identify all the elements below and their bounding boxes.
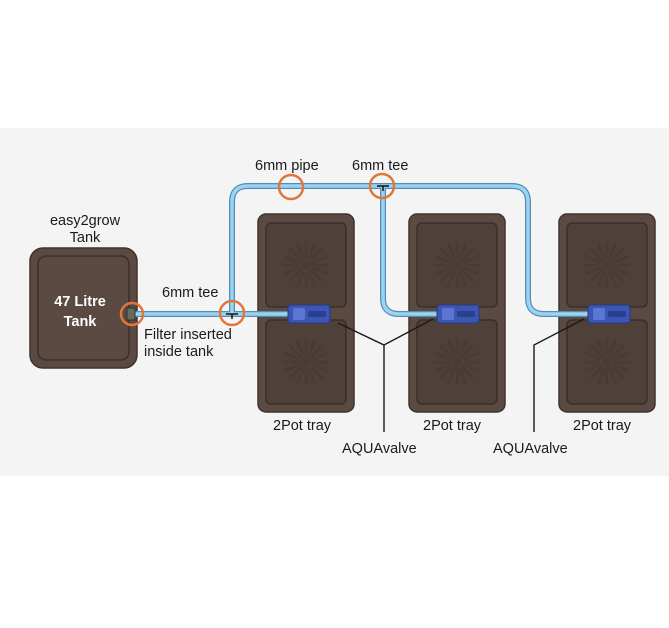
label-filter: Filter inserted inside tank (144, 327, 232, 361)
aquavalve-3 (587, 304, 631, 324)
tank-capacity: 47 Litre Tank (30, 292, 130, 332)
label-tee-left: 6mm tee (162, 285, 219, 301)
label-aquavalve-left: AQUAvalve (342, 441, 417, 457)
tee-marker-left (226, 313, 238, 319)
tank-title: easy2grow Tank (40, 213, 130, 247)
callout-tee-left (218, 299, 246, 327)
tank-capacity-line2: Tank (63, 314, 97, 330)
callout-pipe (277, 173, 305, 201)
aquavalve-1 (287, 304, 331, 324)
label-filter-line2: inside tank (144, 344, 214, 360)
callout-filter (119, 301, 145, 327)
label-tray-1: 2Pot tray (273, 418, 332, 434)
label-tray-2: 2Pot tray (423, 418, 482, 434)
filter-fitting (126, 307, 136, 321)
leader-valve-right (533, 318, 585, 432)
label-aquavalve-right: AQUAvalve (493, 441, 568, 457)
callout-tee-top (368, 172, 396, 200)
label-tee-top: 6mm tee (352, 158, 409, 174)
label-tray-3: 2Pot tray (573, 418, 632, 434)
leader-valve-left-b (383, 318, 434, 346)
tank-title-line1: easy2grow (49, 213, 121, 229)
tank-title-line2: Tank (69, 230, 101, 246)
tee-marker-top (377, 185, 389, 191)
label-filter-line1: Filter inserted (144, 327, 232, 343)
label-pipe: 6mm pipe (255, 158, 319, 174)
aquavalve-2 (436, 304, 480, 324)
tank-capacity-line1: 47 Litre (54, 294, 106, 310)
pipe-network (130, 183, 601, 317)
